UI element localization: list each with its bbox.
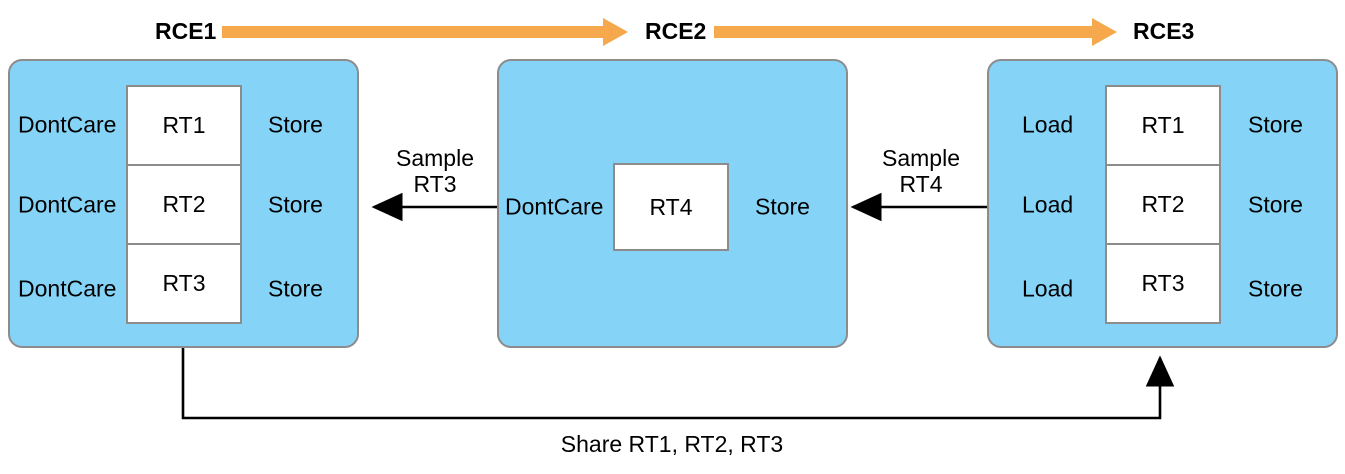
register-left-label-rce1-rt3: DontCare — [18, 275, 117, 302]
register-right-label-rce1-rt1: Store — [268, 111, 323, 138]
register-right-label-rce1-rt2: Store — [268, 191, 323, 218]
flow-arrow-rce1-rce2 — [222, 18, 628, 46]
register-right-label-rce1-rt3: Store — [268, 275, 323, 302]
register-cell-rce1-rt3[interactable]: RT3 — [128, 243, 240, 322]
edge-line-share-rt — [181, 348, 1175, 420]
register-right-label-rce3-rt1: Store — [1248, 111, 1303, 138]
edge-label-sample-rt4-line2: RT4 — [899, 170, 943, 197]
register-stack-rce1: RT1 RT2 RT3 — [126, 85, 242, 324]
register-right-label-rce3-rt3: Store — [1248, 275, 1303, 302]
register-left-label-rce1-rt1: DontCare — [18, 111, 117, 138]
edge-label-share-rt: Share RT1, RT2, RT3 — [560, 431, 784, 457]
register-cell-rce1-rt2[interactable]: RT2 — [128, 164, 240, 243]
register-cell-rce1-rt1[interactable]: RT1 — [128, 87, 240, 164]
register-left-label-rce3-rt2: Load — [1022, 191, 1074, 218]
register-stack-rce3: RT1 RT2 RT3 — [1105, 85, 1221, 324]
register-cell-rce3-rt2[interactable]: RT2 — [1107, 164, 1219, 243]
edge-label-sample-rt3-line1: Sample — [396, 145, 474, 171]
edge-label-sample-rt3: Sample RT3 — [372, 145, 498, 198]
register-left-label-rce2-rt4: DontCare — [505, 193, 604, 220]
register-stack-rce2: RT4 — [613, 163, 729, 251]
edge-label-sample-rt4-line1: Sample — [882, 145, 960, 171]
register-cell-rce2-rt4[interactable]: RT4 — [615, 165, 727, 249]
edge-label-sample-rt3-line2: RT3 — [413, 170, 457, 197]
register-cell-rce3-rt3[interactable]: RT3 — [1107, 243, 1219, 322]
register-right-label-rce3-rt2: Store — [1248, 191, 1303, 218]
register-cell-rce3-rt1[interactable]: RT1 — [1107, 87, 1219, 164]
stage-label-rce1: RCE1 — [155, 18, 217, 44]
register-right-label-rce2-rt4: Store — [755, 193, 810, 220]
flow-arrow-rce2-rce3 — [714, 18, 1117, 46]
register-left-label-rce1-rt2: DontCare — [18, 191, 117, 218]
stage-label-rce2: RCE2 — [645, 18, 707, 44]
register-left-label-rce3-rt3: Load — [1022, 275, 1074, 302]
register-left-label-rce3-rt1: Load — [1022, 111, 1074, 138]
edge-label-sample-rt4: Sample RT4 — [858, 145, 984, 198]
stage-label-rce3: RCE3 — [1133, 18, 1195, 44]
